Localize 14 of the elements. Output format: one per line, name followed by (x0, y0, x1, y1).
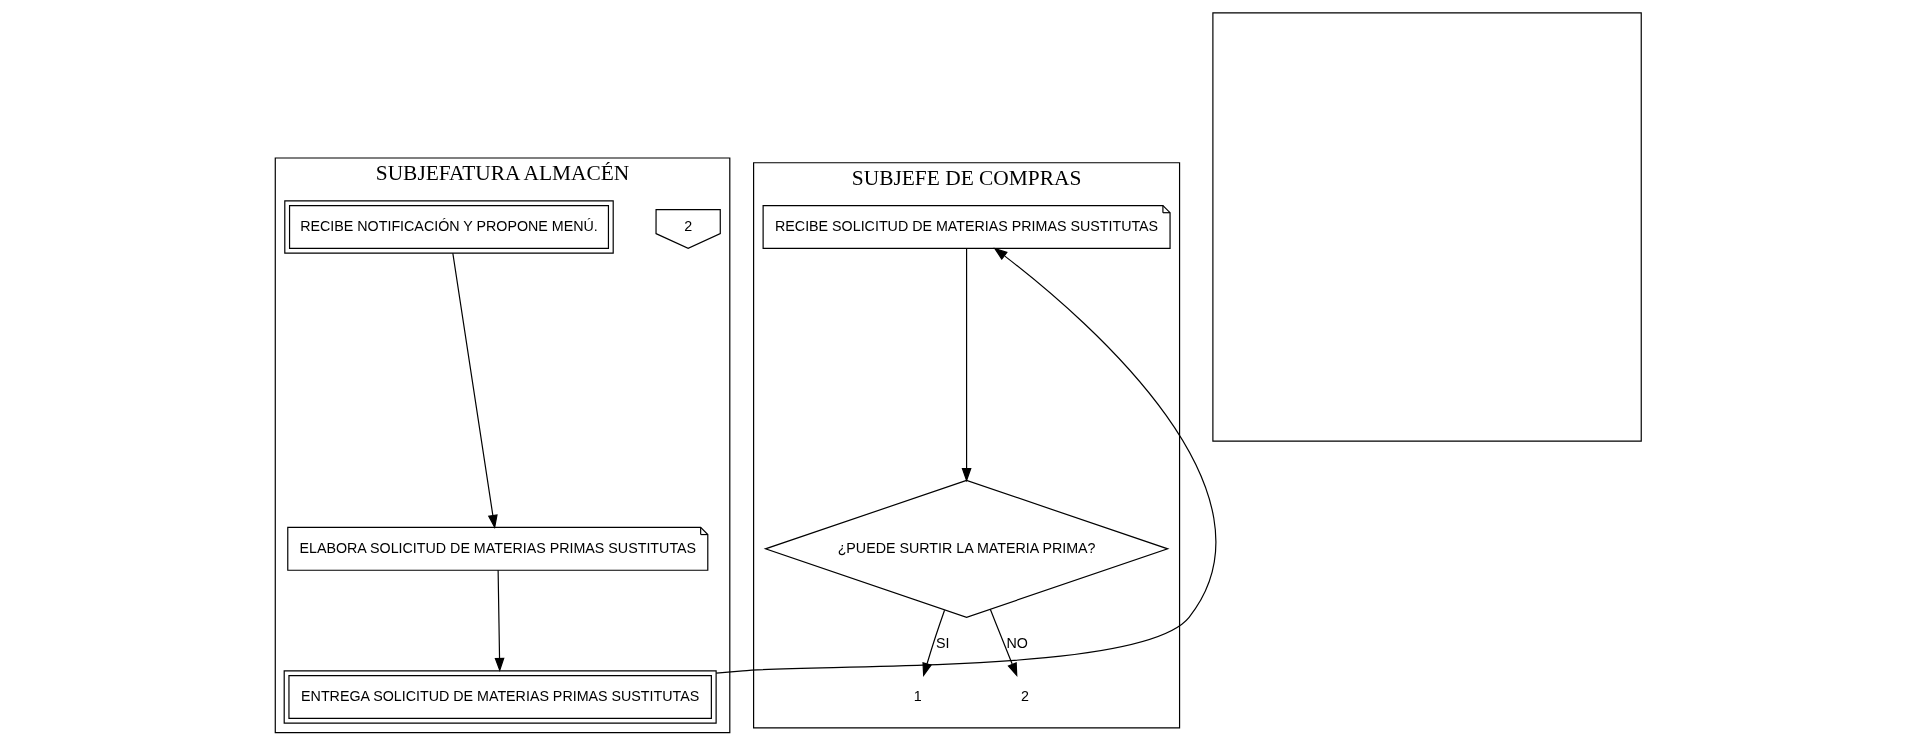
node-text: 1 (913, 687, 922, 704)
edge-label: SI (935, 634, 950, 651)
node-text: 2 (1020, 687, 1029, 704)
arrow (989, 608, 1017, 678)
edge-label: NO (1005, 634, 1028, 651)
node-box: RECIBE NOTIFICACIÓN Y PROPONE MENÚ. (283, 200, 614, 254)
node-box: ENTREGA SOLICITUD DE MATERIAS PRIMAS SUSTITUTAS (283, 670, 717, 724)
arrow (451, 252, 498, 530)
arrow (961, 248, 972, 483)
arrow (715, 247, 1216, 674)
arrow (921, 609, 945, 678)
node-box (1211, 12, 1642, 442)
node-diamond: ¿PUEDE SURTIR LA MATERIA PRIMA? (763, 479, 1170, 618)
arrow (494, 569, 505, 673)
